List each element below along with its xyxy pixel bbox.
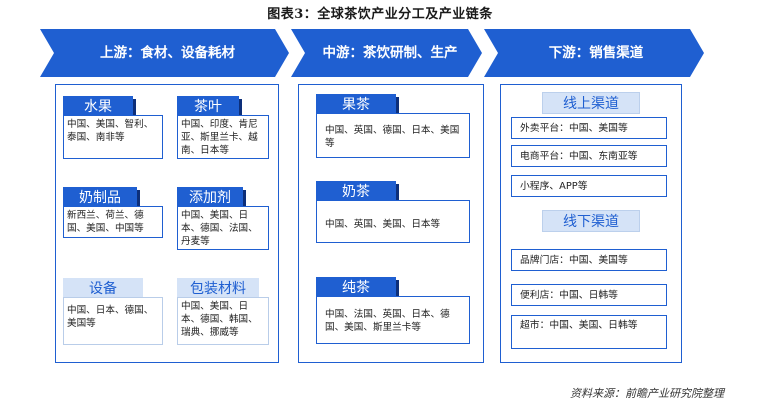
upstream-card-tea-text: 中国、印度、肯尼亚、斯里兰卡、越南、日本等 [177, 115, 269, 159]
upstream-card-equipment: 设备 中国、日本、德国、美国等 [63, 278, 169, 348]
midstream-card-fruit-tea-text: 中国、英国、德国、日本、美国等 [316, 113, 470, 158]
stage-banner-midstream [291, 29, 482, 77]
stage-label-midstream: 中游：茶饮研制、生产 [322, 45, 458, 61]
stage-label-downstream: 下游：销售渠道 [548, 45, 644, 61]
page-title: 图表3：全球茶饮产业分工及产业链条 [267, 7, 493, 22]
upstream-card-packaging-title: 包装材料 [177, 278, 259, 300]
stage-banner-downstream [484, 29, 704, 77]
downstream-offline-item-store: 品牌门店：中国、美国等 [511, 249, 667, 271]
upstream-card-tea-title: 茶叶 [177, 96, 239, 118]
upstream-card-additive-title: 添加剂 [177, 187, 243, 209]
upstream-card-equipment-text: 中国、日本、德国、美国等 [63, 297, 163, 345]
downstream-offline-title: 线下渠道 [542, 210, 640, 232]
upstream-card-equipment-title: 设备 [63, 278, 143, 300]
upstream-card-dairy: 奶制品 新西兰、荷兰、德国、美国、中国等 [63, 187, 169, 247]
upstream-card-additive-text: 中国、美国、日本、德国、法国、丹麦等 [177, 206, 269, 250]
upstream-card-fruit-title: 水果 [63, 96, 133, 118]
stage-banner-upstream [40, 29, 289, 77]
midstream-card-fruit-tea: 果茶 中国、英国、德国、日本、美国等 [316, 94, 476, 164]
downstream-online-item-delivery: 外卖平台：中国、美国等 [511, 117, 667, 139]
stage-label-upstream: 上游：食材、设备耗材 [100, 45, 235, 61]
downstream-online-item-ecommerce: 电商平台：中国、东南亚等 [511, 145, 667, 167]
upstream-card-dairy-title: 奶制品 [63, 187, 137, 209]
upstream-card-packaging-text: 中国、美国、日本、德国、韩国、瑞典、挪威等 [177, 297, 269, 345]
upstream-card-dairy-text: 新西兰、荷兰、德国、美国、中国等 [63, 206, 163, 238]
midstream-card-milk-tea-title: 奶茶 [316, 181, 396, 203]
midstream-card-fruit-tea-title: 果茶 [316, 94, 396, 116]
downstream-online-title: 线上渠道 [542, 92, 640, 114]
midstream-card-pure-tea-text: 中国、法国、英国、日本、德国、美国、斯里兰卡等 [316, 296, 470, 344]
downstream-offline-item-supermarket: 超市：中国、美国、日韩等 [511, 315, 667, 349]
midstream-card-pure-tea: 纯茶 中国、法国、英国、日本、德国、美国、斯里兰卡等 [316, 277, 476, 347]
midstream-card-pure-tea-title: 纯茶 [316, 277, 396, 299]
upstream-card-fruit: 水果 中国、美国、智利、泰国、南非等 [63, 96, 169, 164]
upstream-card-fruit-text: 中国、美国、智利、泰国、南非等 [63, 115, 163, 159]
downstream-online-item-miniapp: 小程序、APP等 [511, 175, 667, 197]
upstream-card-additive: 添加剂 中国、美国、日本、德国、法国、丹麦等 [177, 187, 273, 250]
upstream-card-tea: 茶叶 中国、印度、肯尼亚、斯里兰卡、越南、日本等 [177, 96, 273, 164]
upstream-card-packaging: 包装材料 中国、美国、日本、德国、韩国、瑞典、挪威等 [177, 278, 273, 348]
midstream-card-milk-tea: 奶茶 中国、英国、美国、日本等 [316, 181, 476, 245]
source-note: 资料来源：前瞻产业研究院整理 [570, 387, 724, 400]
downstream-offline-item-convenience: 便利店：中国、日韩等 [511, 284, 667, 306]
midstream-card-milk-tea-text: 中国、英国、美国、日本等 [316, 200, 470, 243]
